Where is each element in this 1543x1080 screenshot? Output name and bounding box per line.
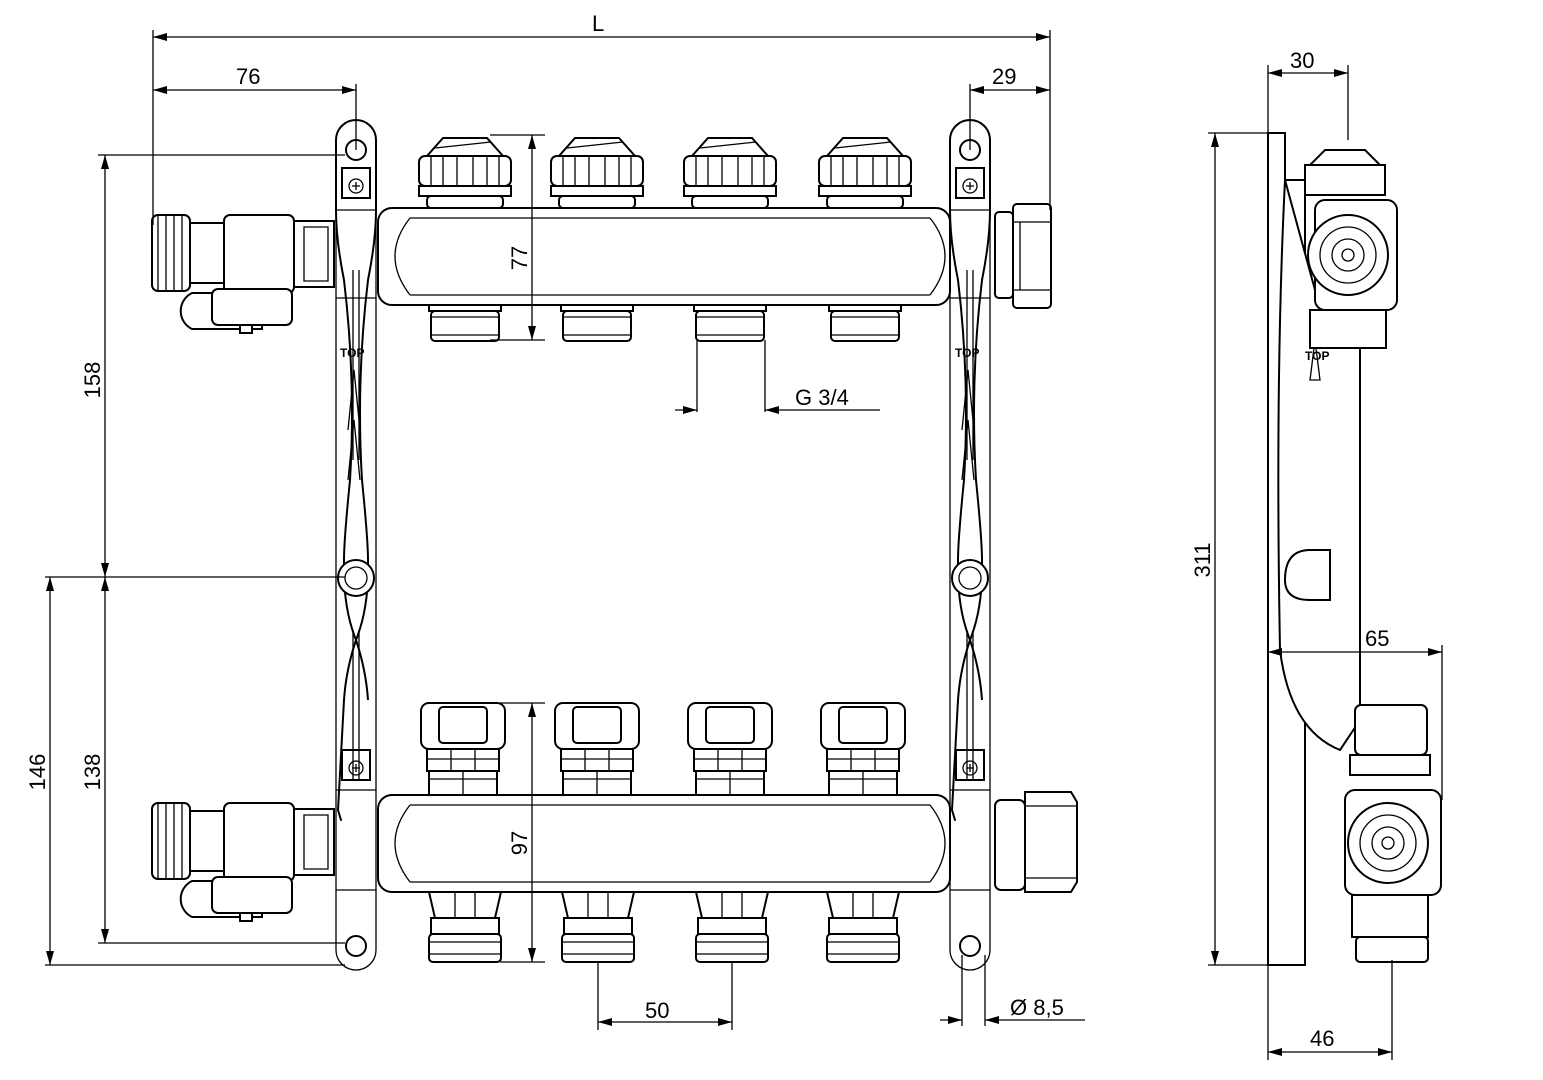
dim-left-offset: 76: [153, 64, 357, 150]
dim-lower-total-height: 146: [25, 577, 345, 966]
svg-text:97: 97: [507, 831, 532, 855]
bottom-end-fitting: [994, 791, 1078, 893]
top-end-fitting: [994, 203, 1052, 309]
dim-mount-hole-diameter: Ø 8,5: [940, 955, 1085, 1026]
svg-text:L: L: [592, 11, 604, 36]
dim-overall-length: L: [152, 11, 1051, 225]
svg-text:138: 138: [80, 754, 105, 791]
supply-caps: [418, 137, 912, 209]
side-view: TOP 30: [1190, 48, 1443, 1060]
flow-meters: [420, 702, 906, 796]
dim-return-bar-height: 97: [500, 702, 545, 963]
supply-outlets: [428, 304, 902, 342]
svg-text:158: 158: [80, 362, 105, 399]
dim-bottom-depth: 46: [1267, 960, 1393, 1060]
svg-text:146: 146: [25, 754, 50, 791]
svg-text:65: 65: [1365, 626, 1389, 651]
svg-text:30: 30: [1290, 48, 1314, 73]
right-mounting-bracket: [949, 119, 991, 971]
dim-outlet-thread: G 3/4: [675, 340, 880, 414]
bottom-ball-valve: [151, 802, 335, 922]
dim-supply-bar-height: 77: [490, 134, 545, 341]
supply-bar: [377, 207, 951, 306]
dim-outlet-spacing: 50: [597, 962, 733, 1030]
front-view: TOP TOP: [25, 11, 1085, 1030]
right-bracket-top-label: TOP: [955, 346, 979, 360]
dim-lower-height: 138: [80, 577, 345, 944]
side-bracket-top-label: TOP: [1305, 349, 1329, 363]
svg-text:311: 311: [1190, 542, 1215, 577]
dim-total-height: 311: [1190, 132, 1280, 966]
svg-text:29: 29: [992, 64, 1016, 89]
side-top-valve: [1304, 149, 1398, 349]
side-bottom-valve: [1344, 704, 1442, 963]
dim-right-offset: 29: [969, 64, 1050, 150]
svg-text:46: 46: [1310, 1026, 1334, 1051]
return-outlets: [428, 891, 900, 963]
left-bracket-top-label: TOP: [340, 346, 364, 360]
return-bar: [377, 794, 951, 893]
dim-lower-depth: 65: [1268, 626, 1443, 800]
left-mounting-bracket: [335, 119, 377, 971]
svg-text:50: 50: [645, 998, 669, 1023]
top-ball-valve: [151, 214, 335, 334]
svg-text:Ø 8,5: Ø 8,5: [1010, 995, 1064, 1020]
svg-text:77: 77: [507, 246, 532, 270]
dim-top-depth: 30: [1267, 48, 1349, 140]
svg-text:G 3/4: G 3/4: [795, 385, 849, 410]
svg-text:76: 76: [236, 64, 260, 89]
dim-upper-height: 158: [45, 154, 345, 578]
